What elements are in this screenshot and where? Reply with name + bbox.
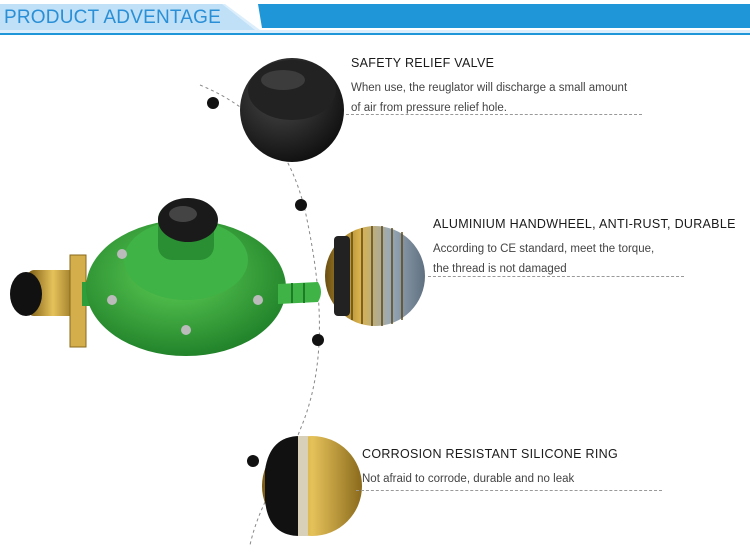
feature-desc-line: According to CE standard, meet the torqu… xyxy=(433,243,655,255)
divider-dashed xyxy=(428,276,684,277)
feature-desc-line: Not afraid to corrode, durable and no le… xyxy=(362,473,575,485)
feature-desc-line: the thread is not damaged xyxy=(433,263,567,275)
feature-title: SAFETY RELIEF VALVE xyxy=(351,56,495,70)
page-title: PRODUCT ADVENTAGE xyxy=(4,7,222,28)
feature-silicone-ring: CORROSION RESISTANT SILICONE RING Not af… xyxy=(362,447,618,489)
curve-dot-4 xyxy=(247,455,259,467)
divider-dashed xyxy=(346,114,642,115)
header-banner: PRODUCT ADVENTAGE xyxy=(0,0,750,36)
feature-description: Not afraid to corrode, durable and no le… xyxy=(362,469,618,489)
feature-title: CORROSION RESISTANT SILICONE RING xyxy=(362,447,618,461)
feature-description: According to CE standard, meet the torqu… xyxy=(433,239,736,279)
divider-dashed xyxy=(356,490,662,491)
closeup-relief-valve xyxy=(240,58,344,162)
closeup-silicone-ring xyxy=(262,436,362,536)
feature-title: ALUMINIUM HANDWHEEL, ANTI-RUST, DURABLE xyxy=(433,217,736,231)
banner-graphic xyxy=(0,0,750,36)
curve-dot-2 xyxy=(295,199,307,211)
feature-desc-line: of air from pressure relief hole. xyxy=(351,102,507,114)
feature-description: When use, the reuglator will discharge a… xyxy=(351,78,627,118)
feature-handwheel: ALUMINIUM HANDWHEEL, ANTI-RUST, DURABLE … xyxy=(433,217,736,279)
feature-desc-line: When use, the reuglator will discharge a… xyxy=(351,82,628,94)
regulator-product xyxy=(10,198,321,356)
curve-dot-3 xyxy=(312,334,324,346)
feature-relief-valve: SAFETY RELIEF VALVE When use, the reugla… xyxy=(351,56,627,118)
closeup-handwheel xyxy=(325,226,425,326)
curve-dot-1 xyxy=(207,97,219,109)
